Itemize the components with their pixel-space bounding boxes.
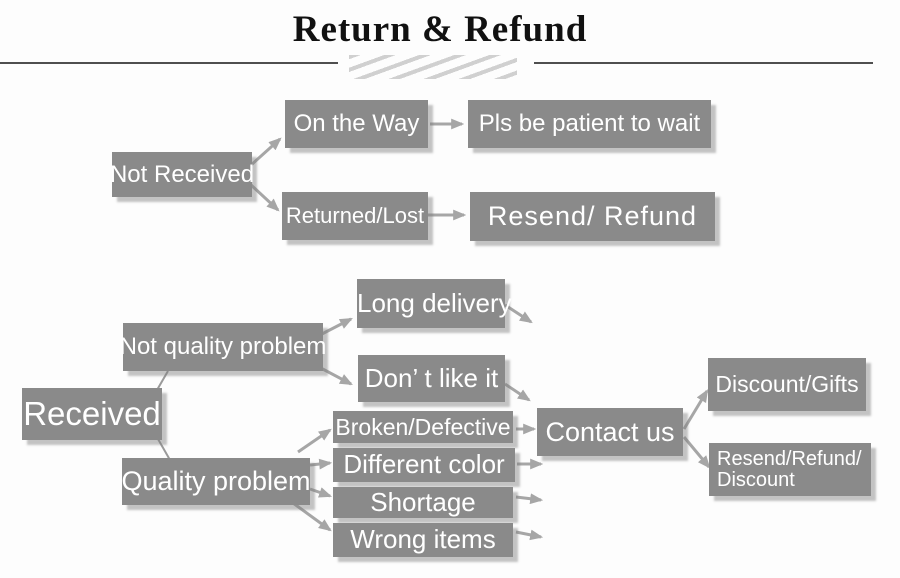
node-wrong-items: Wrong items: [333, 523, 513, 557]
node-long-delivery: Long delivery: [357, 279, 512, 328]
page-title: Return & Refund: [292, 9, 588, 50]
resend-refund-discount-line2: Discount: [717, 468, 795, 491]
hatch-decoration: [349, 55, 517, 79]
node-resend-refund: Resend/ Refund: [470, 192, 715, 241]
node-not-received: Not Received: [110, 152, 254, 197]
node-quality-problem: Quality problem: [121, 458, 311, 505]
node-broken-defective: Broken/Defective: [333, 411, 513, 443]
divider-line-right: [534, 62, 873, 64]
node-shortage: Shortage: [333, 487, 513, 518]
node-discount-gifts: Discount/Gifts: [708, 358, 866, 411]
node-received: Received: [22, 388, 162, 440]
node-different-color: Different color: [333, 448, 515, 482]
node-dont-like-it: Don’ t like it: [358, 355, 505, 402]
node-not-quality-problem: Not quality problem: [120, 323, 326, 371]
divider-line-left: [0, 62, 338, 64]
node-resend-refund-discount: Resend/Refund/ Discount: [709, 443, 871, 496]
node-returned-lost: Returned/Lost: [282, 192, 428, 240]
node-contact-us: Contact us: [537, 408, 683, 456]
node-pls-be-patient: Pls be patient to wait: [468, 100, 711, 148]
node-on-the-way: On the Way: [285, 100, 428, 148]
resend-refund-discount-line1: Resend/Refund/: [717, 447, 862, 470]
